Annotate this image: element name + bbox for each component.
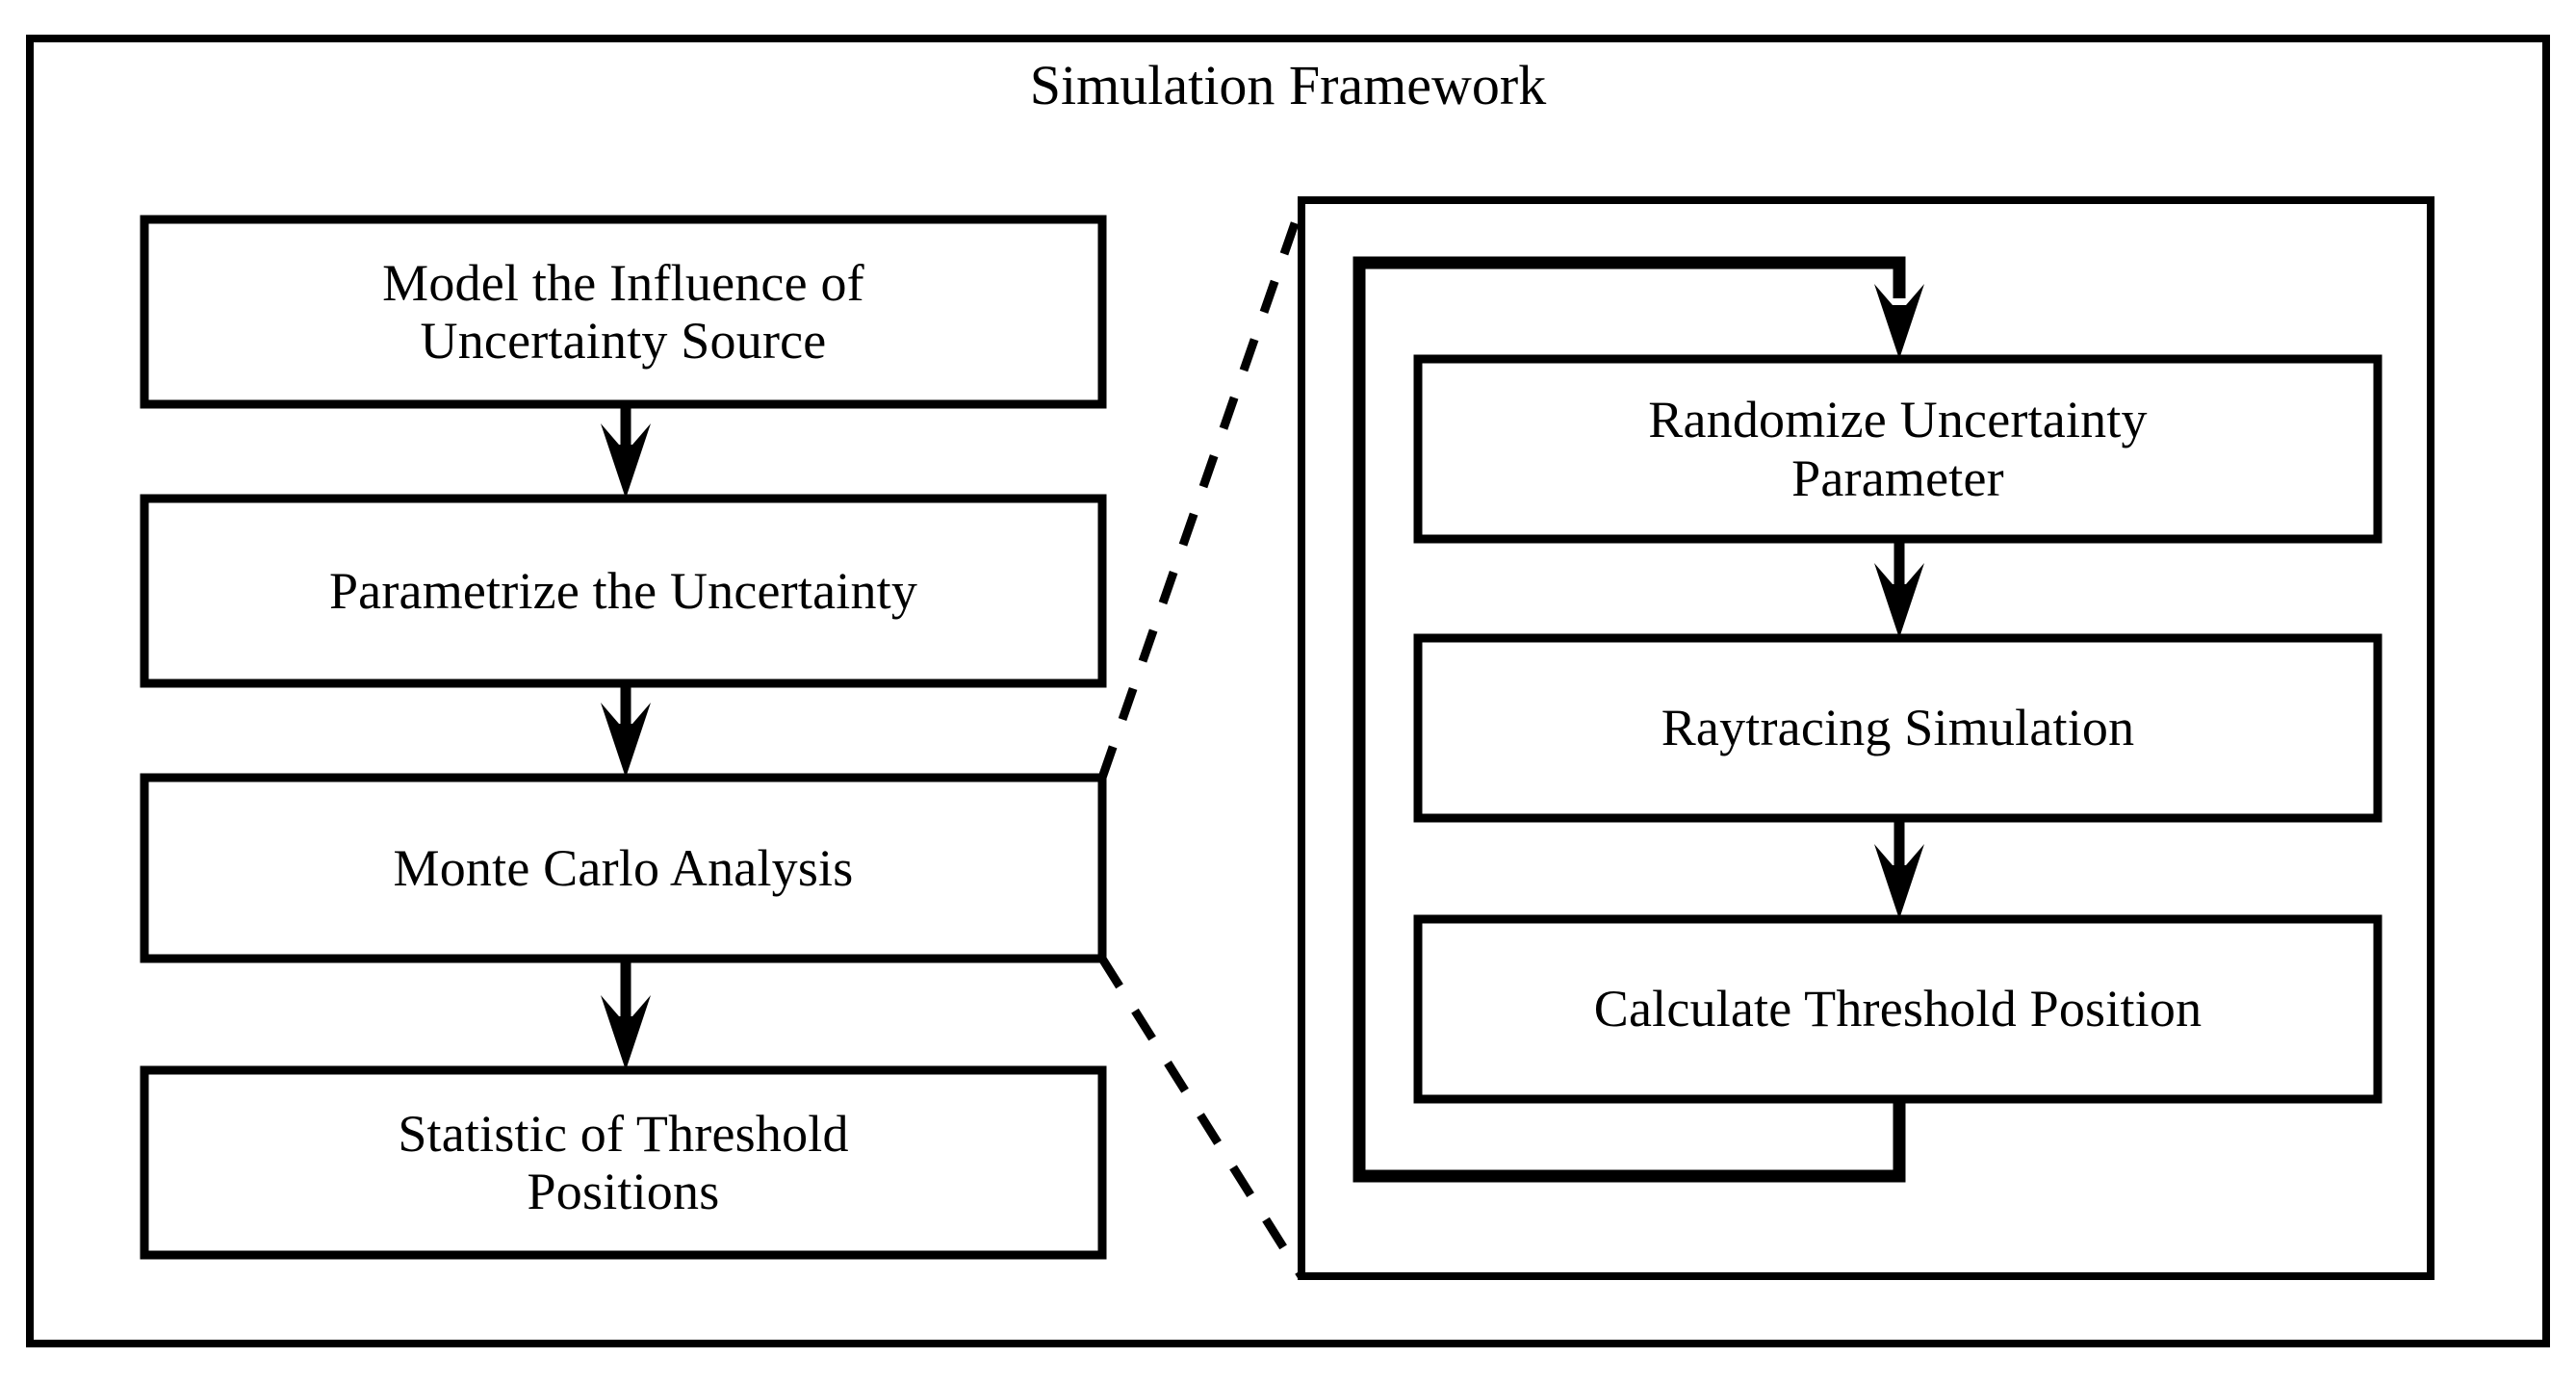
- simulation-framework-frame: [26, 35, 2550, 1347]
- arrow-randomize-to-raytracing: [1874, 539, 1924, 638]
- box-parametrize-uncertainty[interactable]: [140, 494, 1107, 688]
- box-randomize-uncertainty-parameter[interactable]: [1413, 354, 2383, 544]
- box-model-influence[interactable]: [140, 215, 1107, 409]
- box-monte-carlo-analysis[interactable]: [140, 773, 1107, 963]
- box-calculate-threshold-position[interactable]: [1413, 914, 2383, 1104]
- connector-dashed-top: [1097, 202, 1306, 780]
- arrow-raytracing-to-calculate: [1874, 818, 1924, 919]
- arrow-parametrize-to-montecarlo: [601, 683, 651, 778]
- arrow-montecarlo-to-statistic: [601, 959, 651, 1070]
- box-statistic-threshold-positions[interactable]: [140, 1065, 1107, 1260]
- box-raytracing-simulation[interactable]: [1413, 633, 2383, 823]
- page-title: Simulation Framework: [1029, 54, 1547, 116]
- monte-carlo-iteration-loop: [1352, 256, 1906, 1183]
- arrow-model-to-parametrize: [601, 404, 651, 499]
- connector-dashed-bottom: [1098, 956, 1305, 1279]
